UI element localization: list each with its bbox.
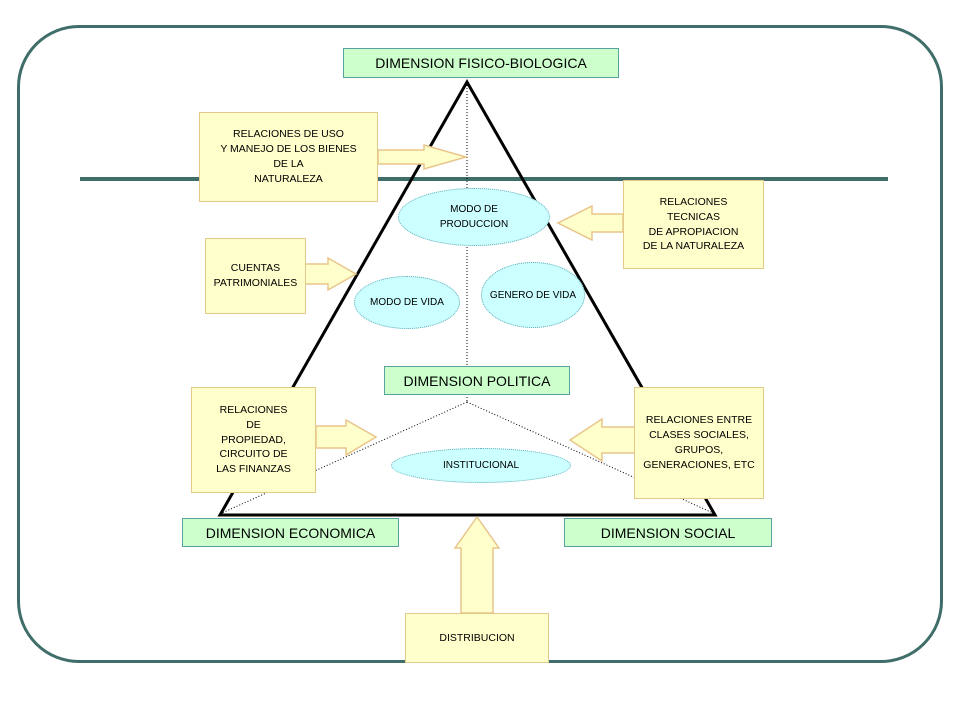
- pyramid-triangle: [217, 78, 718, 517]
- dimension-economica: DIMENSION ECONOMICA: [182, 518, 399, 547]
- note-relaciones-tecnicas: RELACIONES TECNICAS DE APROPIACION DE LA…: [623, 180, 764, 269]
- oval-modo-de-produccion: MODO DE PRODUCCION: [398, 188, 550, 246]
- dimension-social: DIMENSION SOCIAL: [564, 518, 772, 547]
- note-distribucion: DISTRIBUCION: [405, 613, 549, 663]
- arrow-propiedad: [315, 418, 378, 457]
- arrow-tecnicas: [556, 204, 624, 242]
- oval-modo-de-vida: MODO DE VIDA: [354, 276, 460, 329]
- note-relaciones-de-uso: RELACIONES DE USO Y MANEJO DE LOS BIENES…: [199, 112, 378, 202]
- arrow-clases: [568, 417, 637, 463]
- oval-genero-de-vida: GENERO DE VIDA: [481, 262, 585, 328]
- dimension-fisico-biologica: DIMENSION FISICO-BIOLOGICA: [343, 48, 619, 78]
- arrow-uso: [377, 144, 469, 170]
- note-relaciones-de-propiedad: RELACIONES DE PROPIEDAD, CIRCUITO DE LAS…: [191, 387, 316, 493]
- note-cuentas-patrimoniales: CUENTAS PATRIMONIALES: [205, 238, 306, 314]
- horizontal-divider: [80, 177, 888, 181]
- oval-institucional: INSTITUCIONAL: [391, 448, 571, 483]
- note-relaciones-entre-clases: RELACIONES ENTRE CLASES SOCIALES, GRUPOS…: [634, 387, 764, 499]
- arrow-cuentas: [304, 256, 358, 292]
- dimension-politica: DIMENSION POLITICA: [384, 366, 570, 395]
- arrow-distribucion: [453, 515, 501, 614]
